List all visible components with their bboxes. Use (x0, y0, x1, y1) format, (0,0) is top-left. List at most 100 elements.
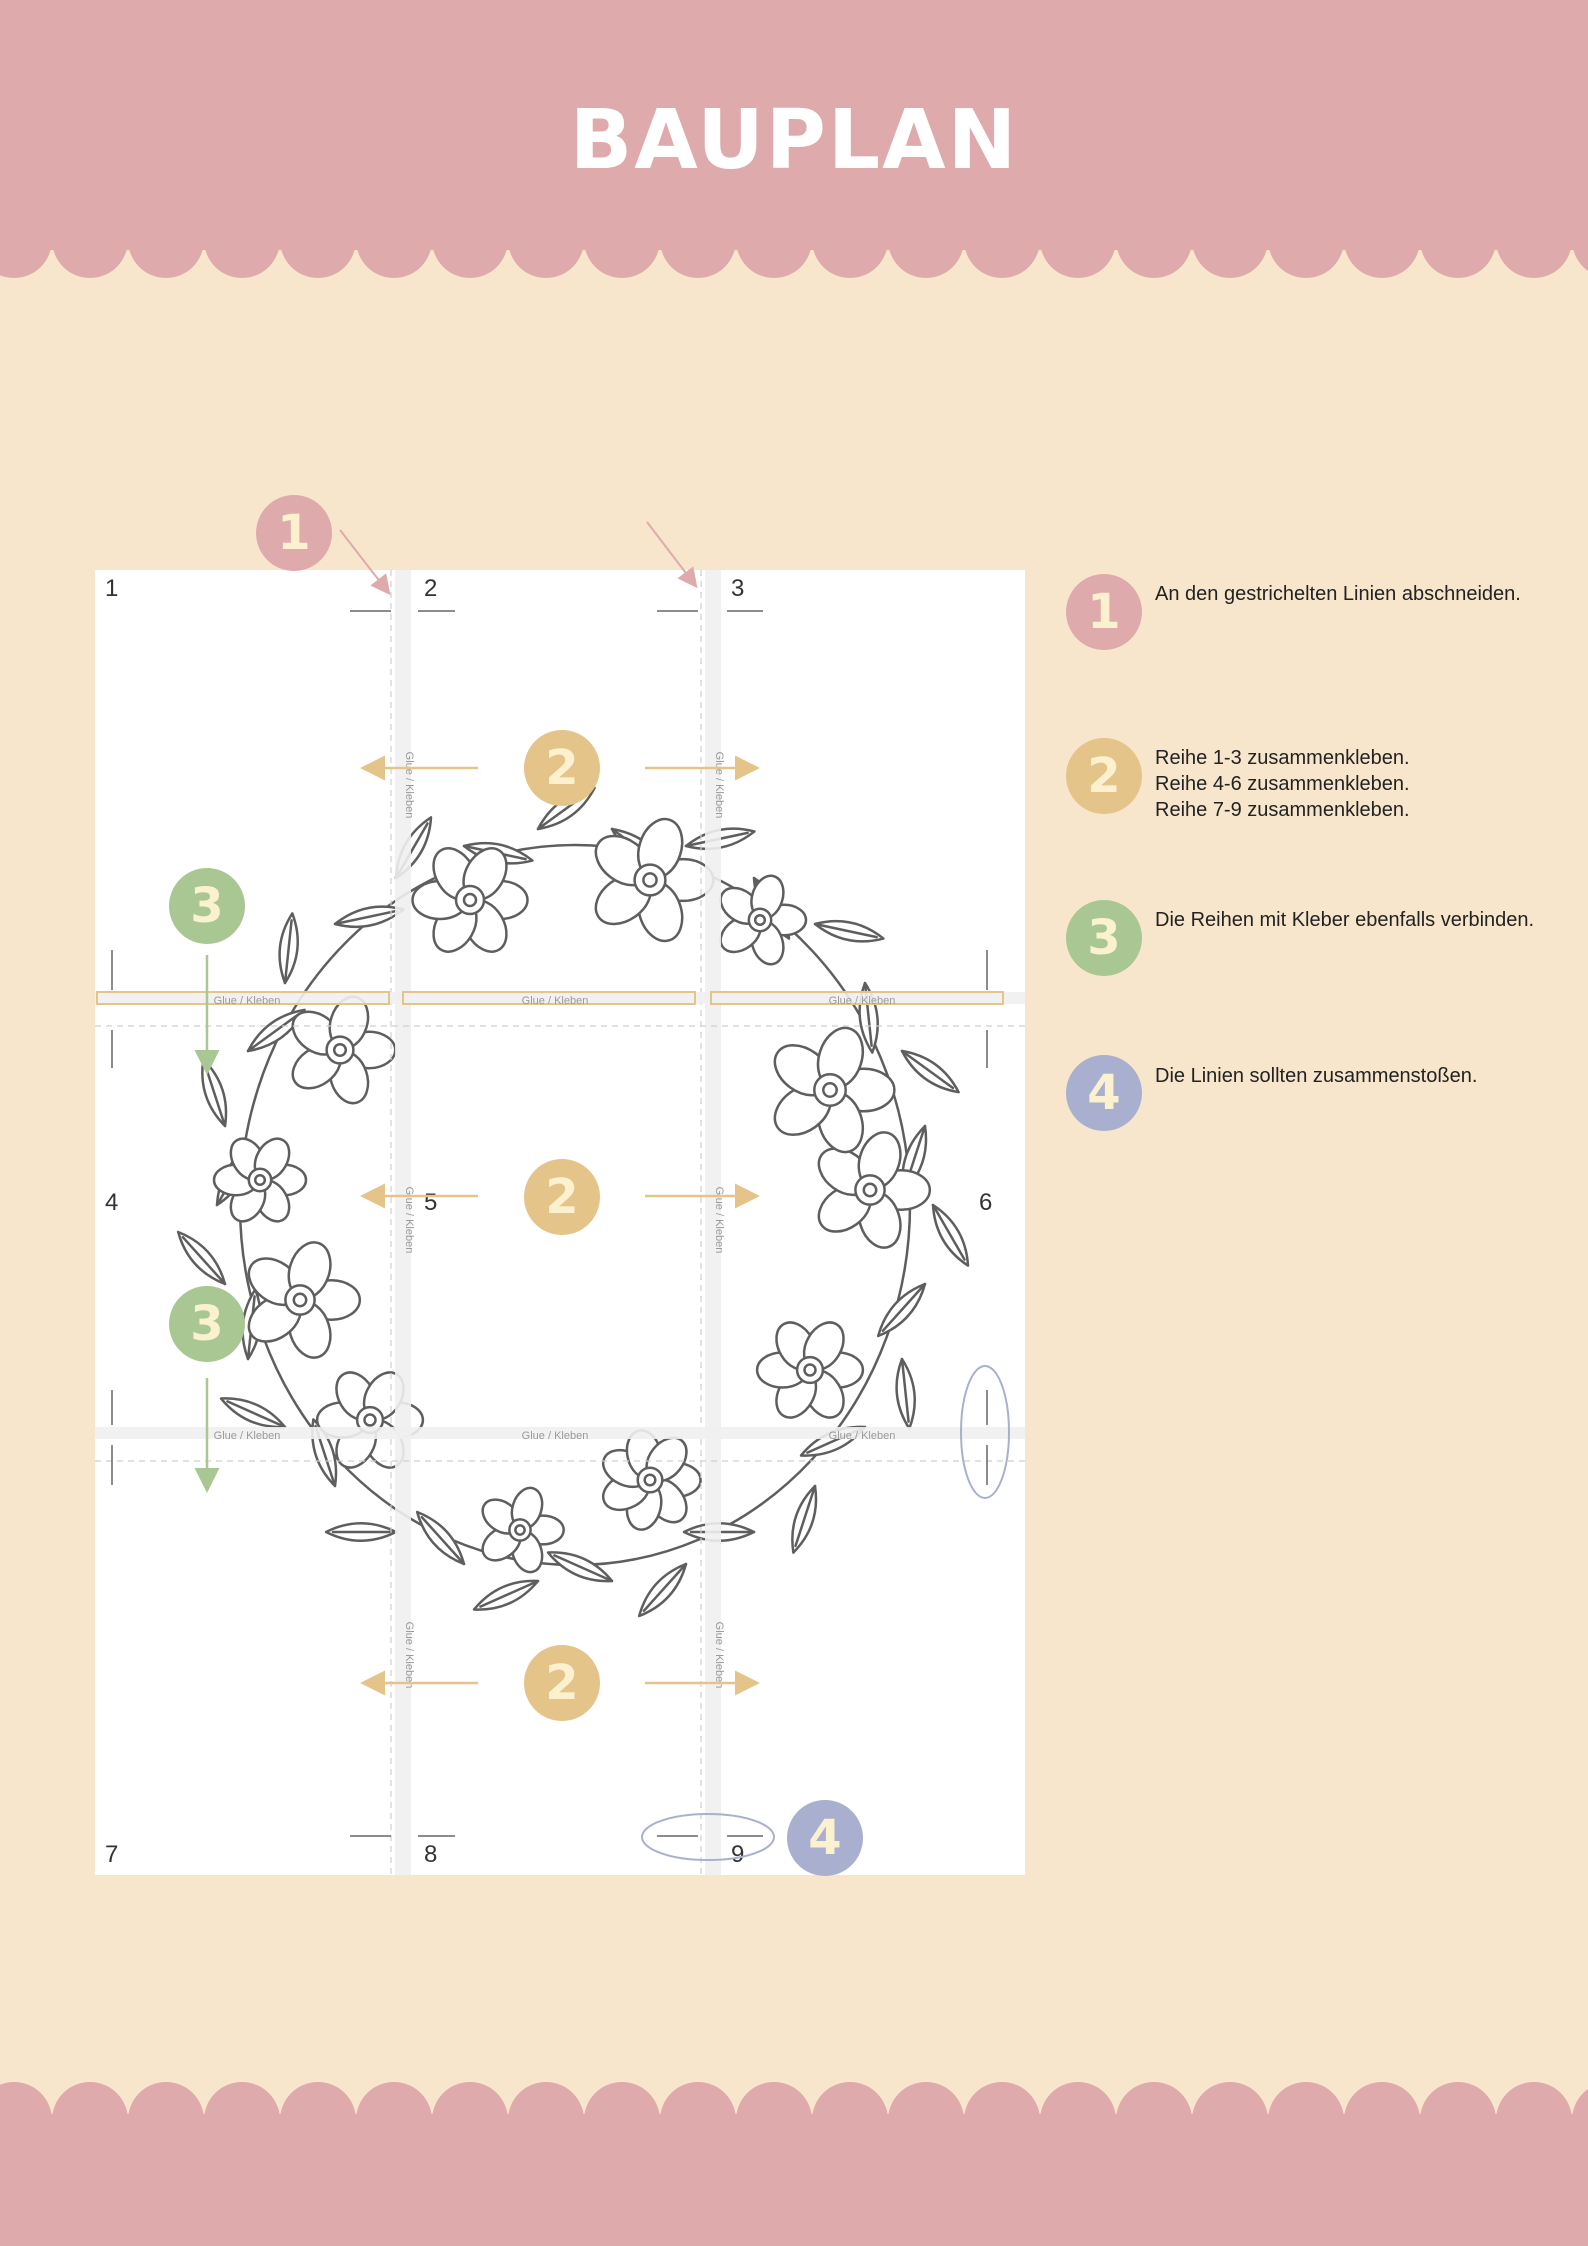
leaf (931, 1203, 970, 1267)
glue-label: Glue / Kleben (522, 995, 589, 1007)
panel-number-3: 3 (731, 575, 744, 602)
scallop (660, 240, 736, 278)
scallop (1116, 240, 1192, 278)
scallop (1040, 2082, 1116, 2120)
step-badge-cut: 1 (256, 495, 332, 571)
scallop (432, 2082, 508, 2120)
glue-label: Glue / Kleben (403, 1187, 415, 1254)
step-badge-join-rows: 3 (169, 1286, 245, 1362)
flower (719, 874, 808, 966)
scallop (812, 240, 888, 278)
flower (481, 1486, 565, 1574)
flower-center-dot (462, 892, 478, 908)
scallop (812, 2082, 888, 2120)
step-badge-glue-rows: 2 (524, 1645, 600, 1721)
scallop (1268, 240, 1344, 278)
instruction-badge-3: 3 (1066, 900, 1142, 976)
panel-number-8: 8 (424, 1841, 437, 1868)
leaf-vein (204, 1064, 227, 1128)
horizontal-glue-strip (95, 992, 1025, 1004)
flower (773, 1026, 896, 1154)
leaf-vein (813, 922, 878, 939)
flower-center-dot (642, 872, 658, 888)
flower-center (454, 884, 486, 916)
flower (755, 1321, 865, 1419)
flower (247, 1241, 362, 1359)
leaf (219, 1397, 287, 1429)
leaf-vein (900, 1049, 955, 1090)
scallop (1116, 2082, 1192, 2120)
footer-banner (0, 2114, 1588, 2246)
instruction-text-3: Die Reihen mit Kleber ebenfalls verbinde… (1155, 907, 1575, 933)
leaf-vein (642, 1562, 688, 1613)
leaf (246, 1008, 306, 1053)
crop-marks (111, 610, 988, 1837)
scallop (52, 2082, 128, 2120)
panel-number-1: 1 (105, 575, 118, 602)
scallop (1572, 2089, 1588, 2120)
flower-center (247, 1167, 273, 1193)
instruction-line: Reihe 7-9 zusammenkleben. (1155, 799, 1410, 821)
page-title: BAUPLAN (569, 93, 1019, 188)
flower-center-dot (253, 1173, 267, 1187)
scallop (888, 2082, 964, 2120)
cut-arrow-right (646, 521, 698, 589)
leaf (637, 1562, 688, 1618)
scallop (128, 2082, 204, 2120)
cut-arrow-left (339, 529, 391, 596)
step-badge-glue-rows: 2 (524, 730, 600, 806)
leaf-vein (246, 1012, 301, 1053)
flower (411, 847, 529, 953)
leaf-vein (226, 1400, 287, 1429)
leaf (415, 1510, 466, 1566)
instruction-line: Die Reihen mit Kleber ebenfalls verbinde… (1155, 909, 1535, 931)
scallop (1420, 240, 1496, 278)
flower-center-dot (514, 1524, 526, 1536)
flower-center-dot (643, 1473, 657, 1487)
flower-center-dot (862, 1182, 878, 1198)
scallop (964, 240, 1040, 278)
glue-label: Glue / Kleben (522, 1430, 589, 1442)
glue-label: Glue / Kleben (403, 1622, 415, 1689)
flower (212, 1137, 308, 1223)
leaf-vein (900, 1357, 910, 1423)
scallop (1192, 2082, 1268, 2120)
flower (291, 995, 397, 1105)
panel-number-9: 9 (731, 1841, 744, 1868)
scallop (584, 2082, 660, 2120)
vertical-glue-strip (705, 570, 721, 1875)
horizontal-glue-strip (95, 1427, 1025, 1439)
header-banner: BAUPLAN (0, 0, 1588, 250)
scallop (128, 240, 204, 278)
panel-number-7: 7 (105, 1841, 118, 1868)
scallop (204, 240, 280, 278)
scallop (204, 2082, 280, 2120)
panel-number-4: 4 (105, 1189, 118, 1216)
flower-center (795, 1355, 825, 1385)
glue-label: Glue / Kleben (214, 995, 281, 1007)
flower-center-dot (363, 1413, 377, 1427)
scallop (964, 2082, 1040, 2120)
glue-strip-highlight (710, 991, 1004, 1005)
leaf (278, 912, 299, 985)
leaf-vein (420, 1515, 466, 1566)
instruction-line: Reihe 4-6 zusammenkleben. (1155, 773, 1410, 795)
leaf-vein (881, 1282, 927, 1333)
scallop (584, 240, 660, 278)
footer-scallop-border (0, 2082, 1588, 2120)
cut-arrows (339, 521, 698, 596)
flower-center-dot (803, 1363, 817, 1377)
scallop (1344, 2082, 1420, 2120)
scallop (1040, 240, 1116, 278)
leaf (813, 919, 885, 943)
leaf-vein (553, 1554, 614, 1583)
scallop (356, 240, 432, 278)
scallop (1268, 2082, 1344, 2120)
leaf-vein (181, 1235, 227, 1286)
glue-label: Glue / Kleben (713, 752, 725, 819)
instruction-badge-4: 4 (1066, 1055, 1142, 1131)
flower-center (633, 863, 667, 897)
leaf-vein (479, 1579, 540, 1608)
flower-center-dot (332, 1042, 348, 1058)
scallop (1496, 240, 1572, 278)
